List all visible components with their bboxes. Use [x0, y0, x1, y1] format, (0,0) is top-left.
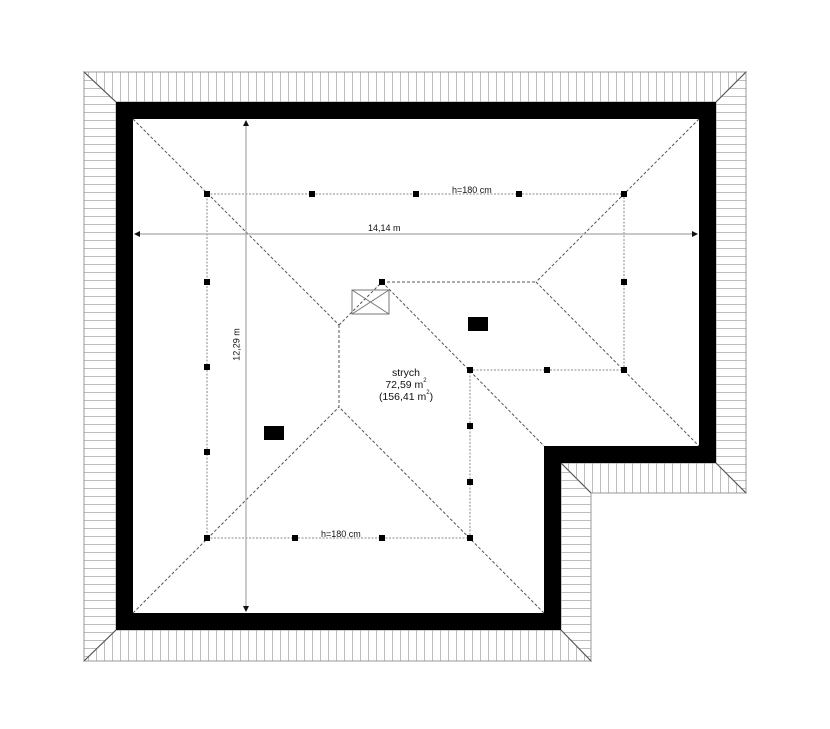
height-line-label-bottom: h=180 cm [321, 529, 361, 539]
room-name: strych [391, 367, 420, 379]
roof-eave-overhang [82, 70, 748, 663]
room-label: strych 72,59 m2 (156,41 m2) [366, 367, 446, 403]
height-line-label-top: h=180 cm [452, 185, 492, 195]
width-dimension-label: 14,14 m [368, 223, 401, 233]
room-area: 72,59 m2 [385, 378, 427, 392]
chimney [264, 426, 284, 440]
chimney [468, 317, 488, 331]
dimension-lines [135, 121, 697, 611]
depth-dimension-label: 12,29 m [231, 328, 242, 361]
roof-hatch [351, 289, 390, 315]
roof-hip-lines [132, 118, 700, 614]
knee-wall-posts [204, 191, 627, 541]
room-area-total: (156,41 m2) [378, 390, 434, 404]
dimension-arrows [134, 120, 698, 612]
